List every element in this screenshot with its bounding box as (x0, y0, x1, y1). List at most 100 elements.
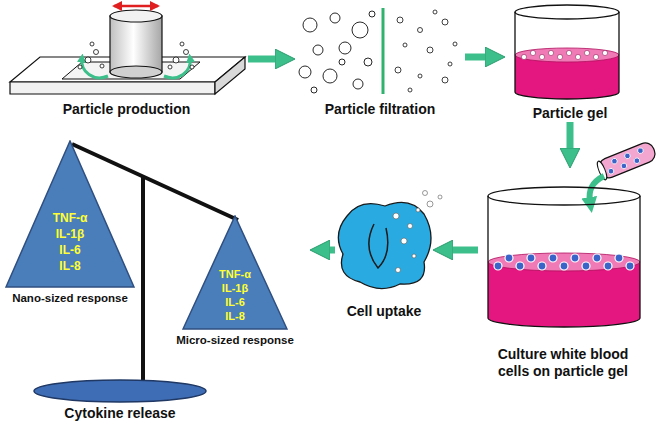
particle-dot (633, 157, 640, 164)
particle-dot (521, 54, 526, 59)
particle-dot (190, 65, 194, 69)
cytokine-name: IL-6 (160, 295, 310, 309)
cytokine-name: IL-1β (160, 281, 310, 295)
particle-dot (168, 65, 172, 69)
particle-dot (395, 67, 401, 73)
particle-dot (448, 62, 452, 66)
particle-dot (313, 45, 323, 55)
cytokine-list: TNF-αIL-1βIL-6IL-8 (160, 267, 310, 323)
particle-dot (571, 254, 579, 262)
particle-dot (584, 50, 589, 55)
tube-body (596, 140, 657, 180)
particle-dot (408, 224, 413, 229)
pour-arrow (590, 176, 604, 202)
particle-dot (416, 208, 420, 212)
particle-dot (408, 88, 412, 92)
cell-nucleus (369, 224, 388, 268)
particle-dot (78, 65, 82, 69)
plate-side (215, 57, 245, 94)
pin-body (110, 16, 162, 72)
particle-dot (311, 87, 317, 93)
particles (299, 10, 457, 93)
particle-dot (353, 79, 363, 89)
particle-dot (427, 47, 433, 53)
step-caption: Culture white blood cells on particle ge… (488, 346, 638, 380)
particle-dot (602, 50, 607, 55)
particle-dot (607, 168, 614, 175)
particle-dot (438, 195, 442, 199)
particle-dot (637, 147, 644, 154)
particle-dot (173, 57, 179, 63)
particle-dot (418, 28, 423, 33)
cytokine-name: TNF-α (160, 267, 310, 281)
free-label: Cytokine release (20, 405, 220, 422)
particle-dot (611, 158, 618, 165)
balance-stand (141, 176, 145, 388)
particle-dot (539, 54, 544, 59)
particle-dot (94, 50, 99, 55)
particle-dot (530, 50, 535, 55)
step-caption: Particle gel (533, 105, 608, 122)
particle-dot (505, 254, 513, 262)
culture-beaker (488, 187, 640, 327)
particle-dot (393, 213, 399, 219)
particle-dot (397, 17, 403, 23)
particle-dot (412, 254, 416, 258)
bubbles (78, 42, 194, 69)
particle-dot (582, 262, 590, 270)
cytokine-name: IL-8 (160, 309, 310, 323)
particle-dot (433, 10, 437, 14)
response-caption: Micro-sized response (160, 333, 310, 347)
particle-dot (299, 66, 311, 78)
particle-dot (593, 254, 601, 262)
process-step: Particle gel (505, 0, 635, 122)
particle-dot (549, 254, 557, 262)
particle-dot (620, 162, 627, 169)
flow-arrow (248, 56, 279, 63)
particle-dot (516, 262, 524, 270)
balance-base (34, 380, 206, 402)
particle-dot (180, 42, 184, 46)
cytokine-name: IL-8 (0, 258, 140, 274)
particle-dot (396, 268, 401, 273)
particle-dot (100, 64, 104, 68)
cells (494, 254, 634, 270)
beaker-wall (488, 196, 640, 327)
flow-arrow (465, 54, 489, 61)
cell-tube (596, 140, 658, 181)
particle-dot (560, 262, 568, 270)
particle-dot (303, 18, 317, 32)
particle-dot (401, 238, 407, 244)
cytokine-name: IL-1β (0, 226, 140, 242)
particle-dot (85, 57, 91, 63)
particle-dot (615, 254, 623, 262)
particle-dot (527, 254, 535, 262)
process-step: Culture white blood cells on particle ge… (478, 168, 648, 380)
pin-bottom (110, 66, 162, 78)
particle-dot (557, 54, 562, 59)
step-caption: Particle filtration (325, 101, 435, 118)
flow-arrow (449, 247, 478, 254)
particle-dot (339, 42, 351, 54)
flow-arrow (567, 122, 574, 152)
step-caption: Particle production (63, 101, 191, 118)
beaker-wall (515, 12, 619, 99)
particle-dot (330, 13, 340, 23)
flow-curve (82, 58, 108, 78)
particles (393, 191, 442, 273)
beaker-rim (488, 187, 640, 205)
particle-dot (352, 22, 368, 38)
motion-arrow (114, 5, 158, 8)
particle-dot (624, 152, 631, 159)
particle-dot (538, 262, 546, 270)
particle-dot (403, 43, 407, 47)
particle-dot (427, 201, 433, 207)
pin-top (110, 10, 162, 22)
plate-front (10, 82, 215, 94)
cytokine-triangle: TNF-αIL-1βIL-6IL-8Nano-sized response (0, 140, 140, 305)
flow-arrow (326, 247, 335, 254)
cytokine-triangle: TNF-αIL-1βIL-6IL-8Micro-sized response (160, 215, 310, 347)
cytokine-name: IL-6 (0, 242, 140, 258)
particle-dot (442, 77, 448, 83)
particle-dot (90, 42, 94, 46)
